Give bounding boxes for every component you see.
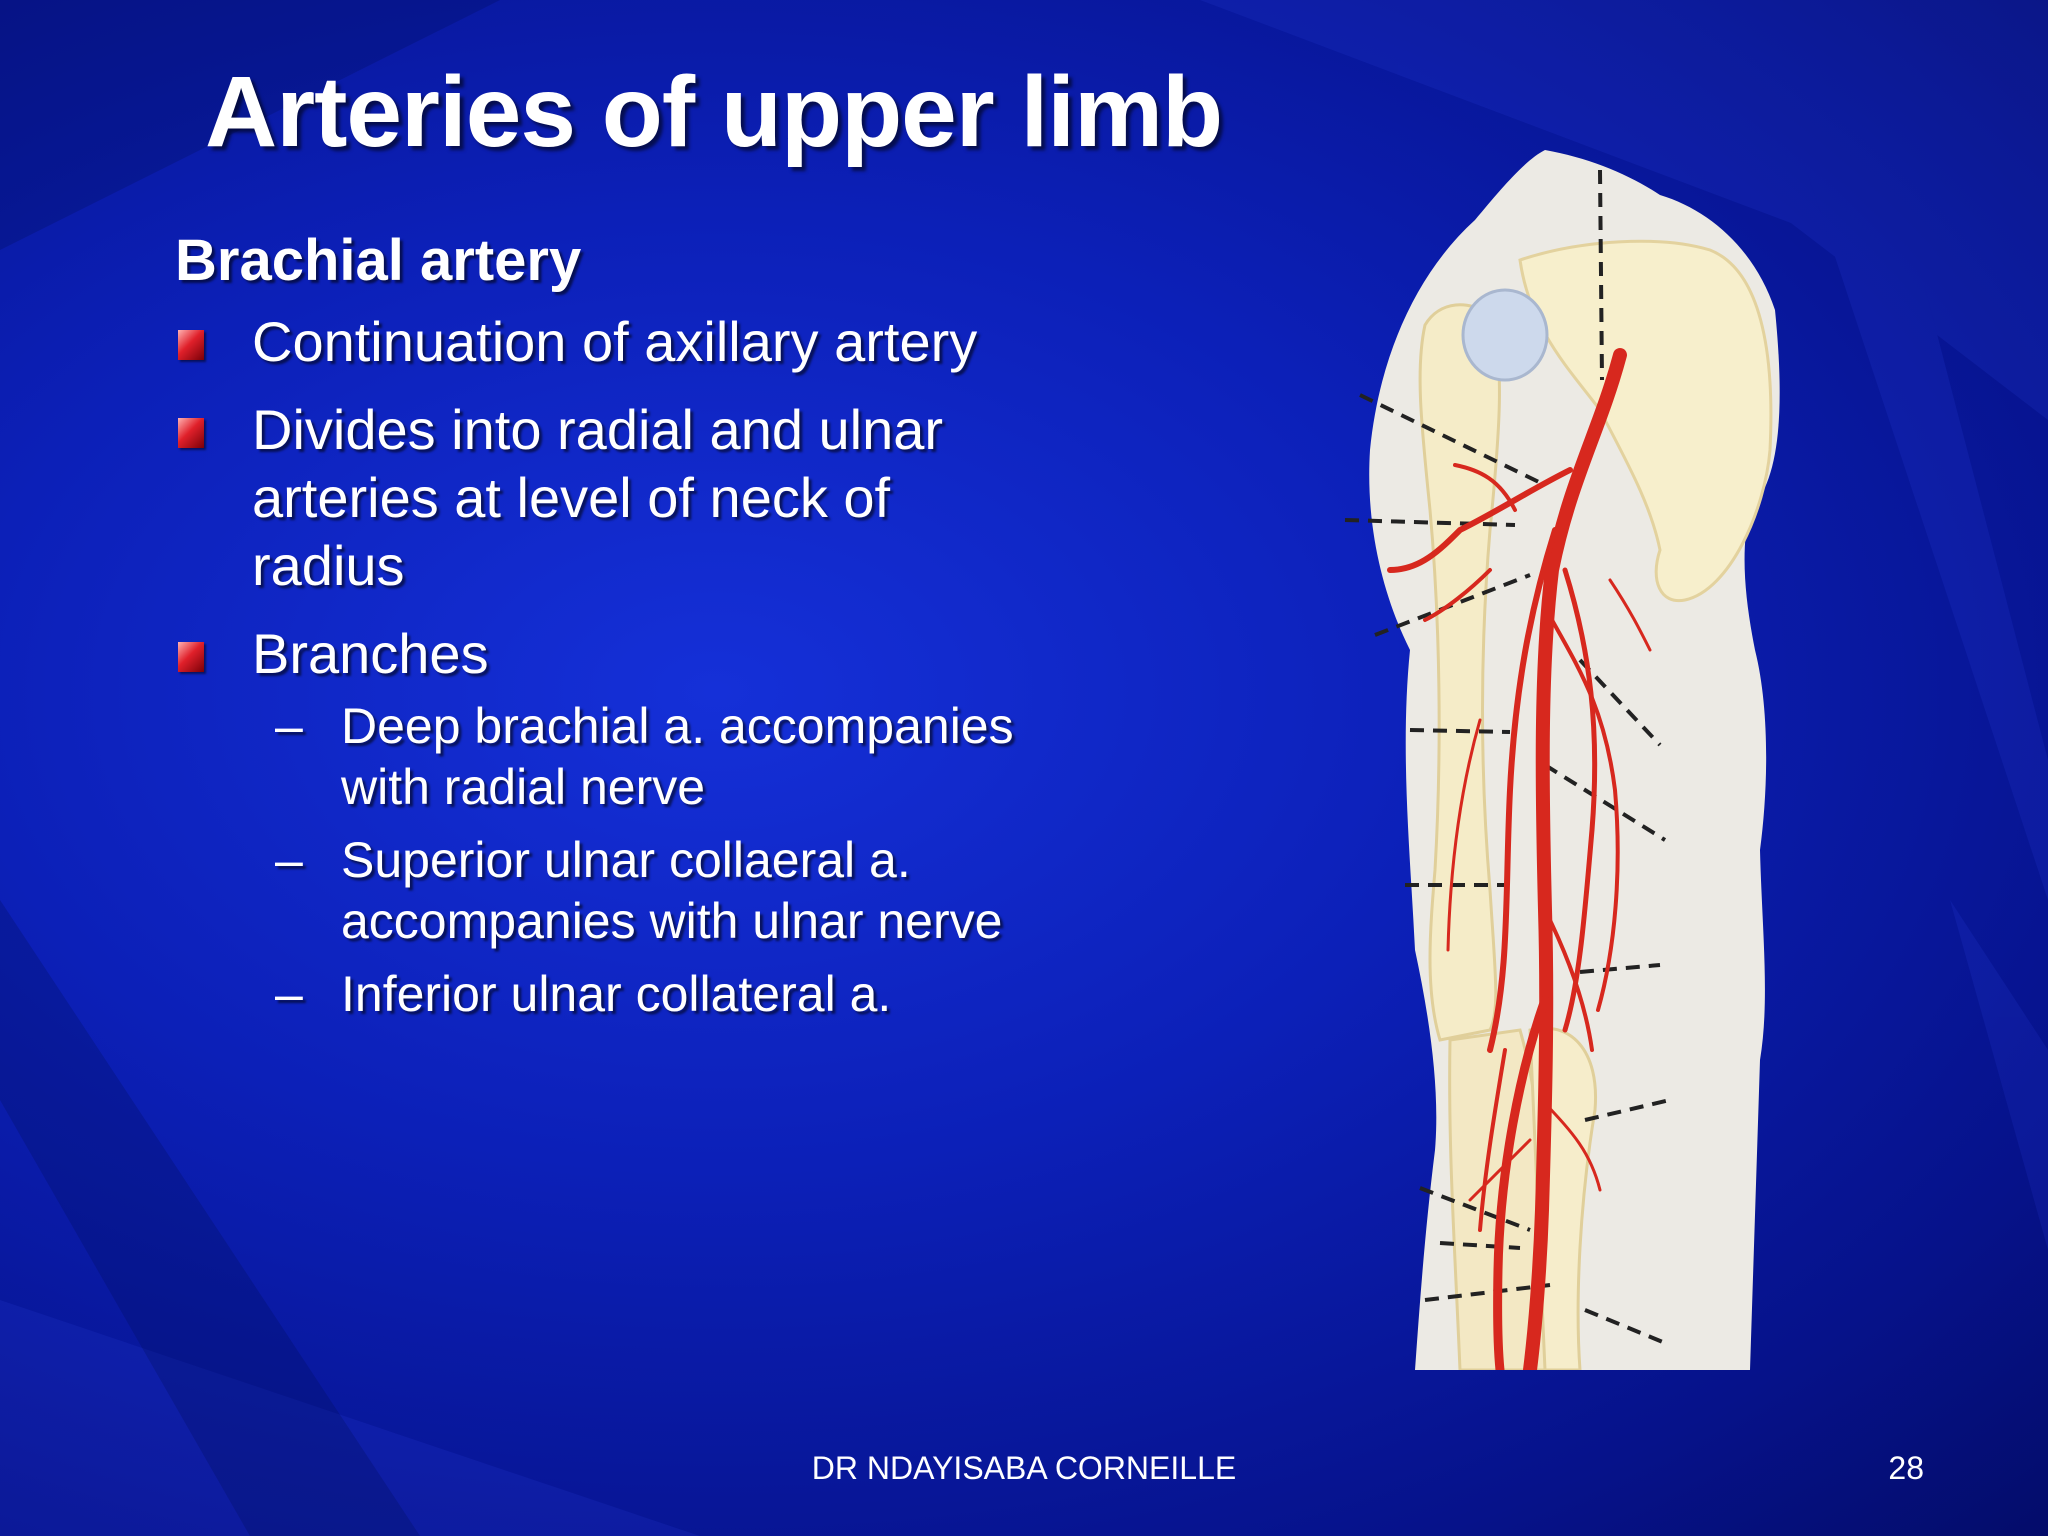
square-bullet-icon: [178, 330, 204, 360]
humeral-head: [1461, 288, 1549, 382]
artery-tree: [1387, 348, 1652, 1370]
branch-item: – Deep brachial a. accompanies with radi…: [175, 696, 1035, 818]
branch-item: – Inferior ulnar collateral a.: [175, 964, 1035, 1025]
bullet-text: Divides into radial and ulnar arteries a…: [252, 398, 944, 597]
branch-list: – Deep brachial a. accompanies with radi…: [252, 696, 1035, 1025]
dash-marker: –: [275, 832, 303, 888]
footer-author: DR NDAYISABA CORNEILLE: [811, 1450, 1237, 1486]
page-number: 28: [1888, 1450, 1924, 1486]
section-lines: [1344, 169, 1671, 1347]
bullet-item: Divides into radial and ulnar arteries a…: [175, 396, 1035, 600]
dash-marker: –: [275, 698, 303, 754]
dash-marker: –: [275, 966, 303, 1022]
bullet-text: Continuation of axillary artery: [252, 310, 978, 373]
branch-item: – Superior ulnar collaeral a. accompanie…: [175, 830, 1035, 952]
subheading: Brachial artery: [175, 228, 582, 293]
square-bullet-icon: [178, 418, 204, 448]
bullet-item: Continuation of axillary artery: [175, 308, 1035, 376]
slide-title: Arteries of upper limb: [205, 56, 1223, 168]
arm-arteries-illustration: [1344, 150, 1780, 1370]
branch-text: Deep brachial a. accompanies with radial…: [341, 698, 1014, 815]
square-bullet-icon: [178, 642, 204, 672]
slide-content: Brachial artery Continuation of axillary…: [175, 228, 1035, 1045]
bullet-item: Branches – Deep brachial a. accompanies …: [175, 620, 1035, 1025]
branch-text: Superior ulnar collaeral a. accompanies …: [341, 832, 1003, 949]
bullet-list: Continuation of axillary artery Divides …: [175, 308, 1035, 1025]
branch-text: Inferior ulnar collateral a.: [341, 966, 892, 1022]
bullet-text: Branches: [252, 622, 489, 685]
